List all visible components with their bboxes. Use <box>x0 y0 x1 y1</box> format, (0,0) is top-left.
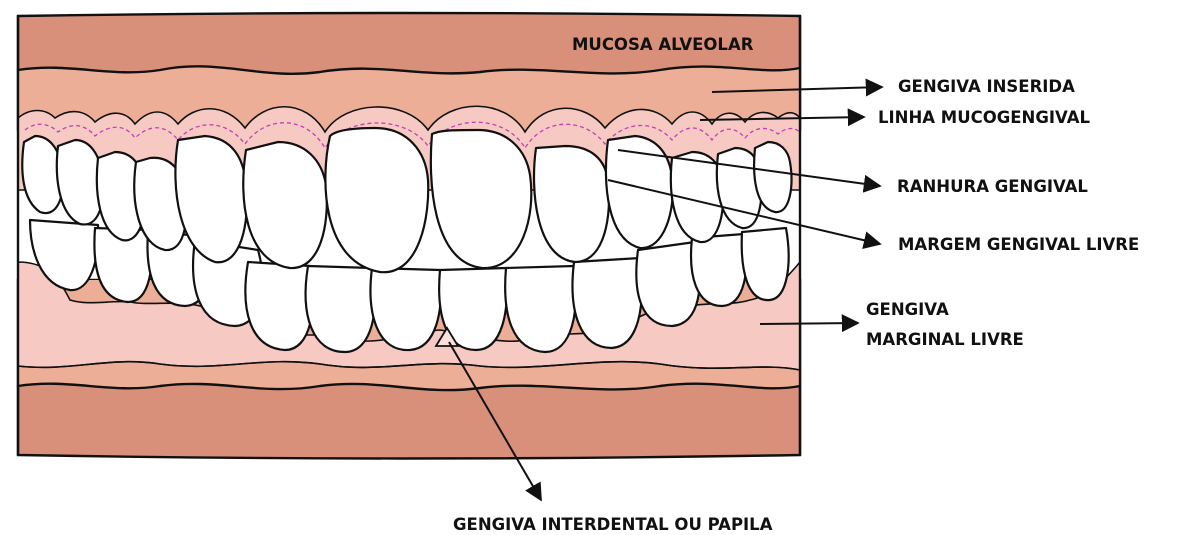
label-margem-gengival-livre: MARGEM GENGIVAL LIVRE <box>898 235 1139 254</box>
label-ranhura-gengival: RANHURA GENGIVAL <box>897 177 1088 196</box>
label-gengiva-marginal-livre-line1: GENGIVA <box>866 300 949 319</box>
label-gengiva-interdental: GENGIVA INTERDENTAL OU PAPILA <box>453 515 773 534</box>
label-mucosa-alveolar: MUCOSA ALVEOLAR <box>572 35 754 54</box>
arrow-gengiva-marginal-livre <box>760 323 858 324</box>
label-gengiva-marginal-livre-line2: MARGINAL LIVRE <box>866 330 1024 349</box>
label-gengiva-inserida: GENGIVA INSERIDA <box>898 77 1075 96</box>
upper-tooth <box>431 130 531 268</box>
label-linha-mucogengival: LINHA MUCOGENGIVAL <box>878 108 1090 127</box>
upper-tooth <box>325 128 428 272</box>
upper-tooth <box>534 146 609 262</box>
lower-tooth <box>691 234 746 306</box>
